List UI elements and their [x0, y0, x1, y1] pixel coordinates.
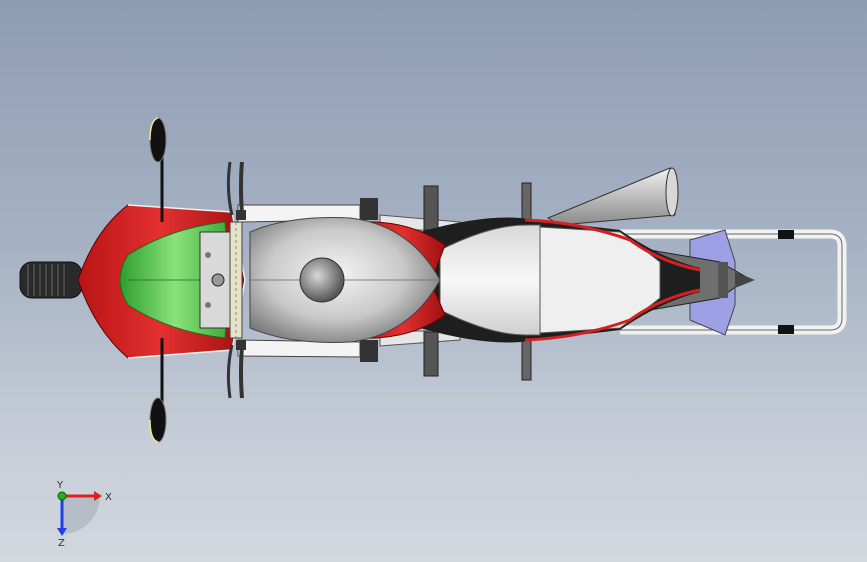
- y-axis-dot: [57, 491, 67, 501]
- coordinate-triad: X Y Z: [56, 480, 112, 548]
- x-axis-label: X: [105, 492, 112, 503]
- right-mirror[interactable]: [149, 338, 167, 443]
- front-brake-disc[interactable]: [229, 221, 243, 339]
- x-axis-arrow: [62, 491, 102, 501]
- front-tire[interactable]: [19, 261, 83, 299]
- seat[interactable]: [420, 217, 701, 343]
- exhaust-muffler[interactable]: [546, 167, 679, 226]
- left-mirror[interactable]: [149, 117, 167, 222]
- z-axis-arrow: [57, 496, 67, 536]
- y-axis-label: Y: [56, 480, 64, 491]
- handlebars[interactable]: [226, 161, 246, 399]
- foot-pegs[interactable]: [423, 182, 532, 381]
- fuel-tank[interactable]: [249, 217, 441, 343]
- z-axis-label: Z: [58, 538, 65, 548]
- rear-grab-rail[interactable]: [620, 229, 847, 335]
